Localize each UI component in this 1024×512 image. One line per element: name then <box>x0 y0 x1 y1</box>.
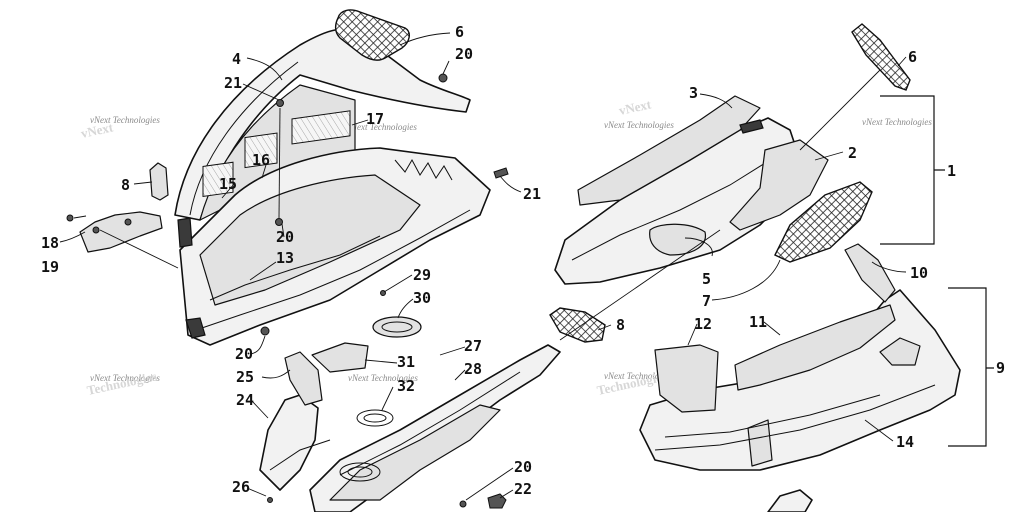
callout-7: 7 <box>702 292 711 310</box>
callout-13: 13 <box>276 249 294 267</box>
side-panel-24 <box>259 394 319 491</box>
nose-panel-inner <box>577 95 761 206</box>
plate-31 <box>311 342 369 373</box>
callout-22: 22 <box>514 480 532 498</box>
callout-5: 5 <box>702 270 711 288</box>
scoop-5 <box>649 223 706 256</box>
fastener-20c <box>438 73 448 83</box>
callout-32: 32 <box>397 377 415 395</box>
callout-21-upper-left: 21 <box>224 74 242 92</box>
callout-1: 1 <box>947 162 956 180</box>
clip-8-left <box>149 162 169 201</box>
callout-14: 14 <box>896 433 914 451</box>
belly-pan-28 <box>329 404 501 501</box>
callout-6-right: 6 <box>908 48 917 66</box>
side-panel-opening <box>199 174 421 306</box>
callout-16: 16 <box>252 151 270 169</box>
callout-28: 28 <box>464 360 482 378</box>
fastener-18 <box>66 214 74 222</box>
watermark-text: vNext Technologies <box>604 371 674 381</box>
callout-31: 31 <box>397 353 415 371</box>
callout-20-center: 20 <box>276 228 294 246</box>
callout-8-right: 8 <box>616 316 625 334</box>
fastener-21b <box>493 167 509 179</box>
callout-29: 29 <box>413 266 431 284</box>
watermark-text: vNext Technologies <box>90 373 160 383</box>
watermark-text: vNext Technologies <box>347 122 417 132</box>
fastener-20b <box>260 326 270 336</box>
grommet-lower <box>339 462 381 482</box>
ring-30 <box>372 316 422 338</box>
watermark-text: vNext Technologies <box>604 120 674 130</box>
callout-20-lower-left: 20 <box>235 345 253 363</box>
assembly-bracket-1 <box>880 95 945 245</box>
callout-27: 27 <box>464 337 482 355</box>
decal-16 <box>244 132 278 169</box>
callout-18: 18 <box>41 234 59 252</box>
panel-12 <box>654 344 719 413</box>
bracket-19 <box>79 211 163 253</box>
vent-mesh-7 <box>774 181 873 263</box>
svg-text:vNext: vNext <box>618 96 654 118</box>
callout-10: 10 <box>910 264 928 282</box>
callout-20-bottom: 20 <box>514 458 532 476</box>
vent-10 <box>844 243 896 303</box>
callout-17: 17 <box>366 110 384 128</box>
belly-pan-assembly <box>259 290 561 512</box>
svg-text:vNext: vNext <box>80 119 116 141</box>
callout-4: 4 <box>232 50 241 68</box>
decal-17 <box>291 110 351 145</box>
leader-lines <box>59 32 907 501</box>
callout-24: 24 <box>236 391 254 409</box>
grommet-32 <box>356 409 394 427</box>
callout-9: 9 <box>996 359 1005 377</box>
vent-mesh-8-right <box>549 307 606 343</box>
callout-3: 3 <box>689 84 698 102</box>
callout-8-left: 8 <box>121 176 130 194</box>
watermark-text: vNext Technologies <box>90 115 160 125</box>
fastener-21 <box>276 99 284 107</box>
fastener-20 <box>275 218 283 226</box>
vent-mesh-6-top <box>334 9 410 61</box>
hood-side-panel-assembly <box>66 9 509 346</box>
watermark-text: vNext Technologies <box>348 373 418 383</box>
lower-nose-assembly <box>639 243 961 512</box>
callout-20-top: 20 <box>455 45 473 63</box>
callout-12: 12 <box>694 315 712 333</box>
vent-mesh-6-right <box>851 23 911 91</box>
panel-11 <box>734 304 896 391</box>
callout-25: 25 <box>236 368 254 386</box>
watermark-text: vNext Technologies <box>862 117 932 127</box>
callout-6-top: 6 <box>455 23 464 41</box>
callout-15: 15 <box>219 175 237 193</box>
nose-pan-assembly <box>549 23 911 343</box>
lower-part-partial <box>767 489 813 512</box>
callout-11: 11 <box>749 313 767 331</box>
callout-30: 30 <box>413 289 431 307</box>
assembly-bracket-9 <box>948 287 994 447</box>
decal-15 <box>202 161 234 198</box>
side-vent-2 <box>729 139 829 231</box>
callout-19: 19 <box>41 258 59 276</box>
callout-2: 2 <box>848 144 857 162</box>
callout-26: 26 <box>232 478 250 496</box>
callout-21-right: 21 <box>523 185 541 203</box>
panel-25 <box>284 351 323 406</box>
callout-labels: 6 20 4 21 17 16 15 8 21 18 19 20 13 29 3… <box>41 23 1005 498</box>
